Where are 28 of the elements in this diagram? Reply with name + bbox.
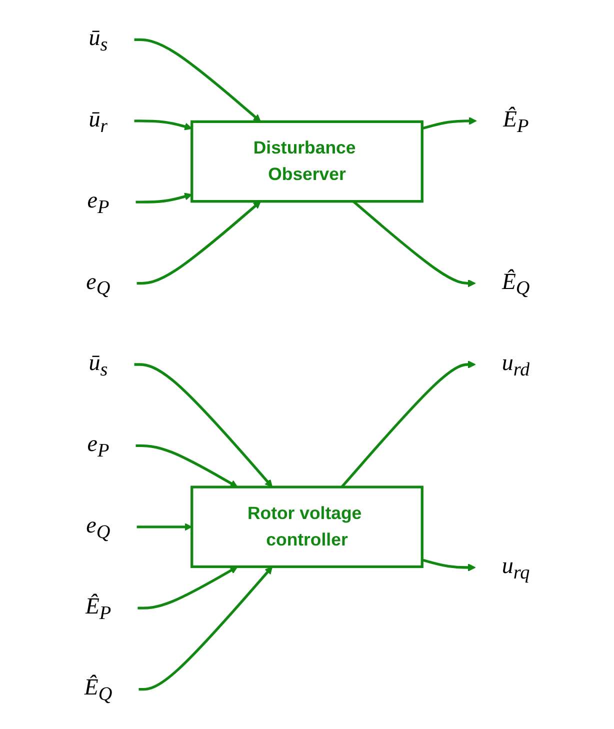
arrow xyxy=(138,566,273,691)
node-text: e$_{P}$ xyxy=(87,430,110,462)
node-text: u$_{rd}$ xyxy=(502,350,530,380)
arrow xyxy=(422,117,477,130)
node-text: e$_{Q}$ xyxy=(86,268,110,299)
arrow xyxy=(138,566,238,610)
arrow xyxy=(136,192,192,204)
node-text: Ê$_{P}$ xyxy=(502,106,529,136)
node-text: Ê$_{Q}$ xyxy=(502,268,530,299)
arrow xyxy=(134,120,192,130)
node-text: ū$_{s}$ xyxy=(88,24,108,56)
node-text: ū$_{s}$ xyxy=(88,350,108,380)
arrow xyxy=(134,363,273,488)
arrow xyxy=(422,558,476,572)
node-box: Rotor voltage controller xyxy=(190,486,424,568)
node-text: e$_{Q}$ xyxy=(86,512,110,542)
arrow xyxy=(340,360,476,488)
node-text: ū$_{r}$ xyxy=(88,106,108,136)
node-text: e$_{P}$ xyxy=(87,187,110,218)
arrow xyxy=(136,523,192,531)
node-text: Ê$_{P}$ xyxy=(85,593,112,624)
node-box: Disturbance Observer xyxy=(190,120,424,203)
node-text: Ê$_{Q}$ xyxy=(84,674,112,705)
node-text: u$_{rq}$ xyxy=(502,552,530,583)
arrow xyxy=(134,38,261,122)
arrow xyxy=(352,200,476,288)
arrow xyxy=(136,444,238,488)
arrow xyxy=(136,201,261,285)
